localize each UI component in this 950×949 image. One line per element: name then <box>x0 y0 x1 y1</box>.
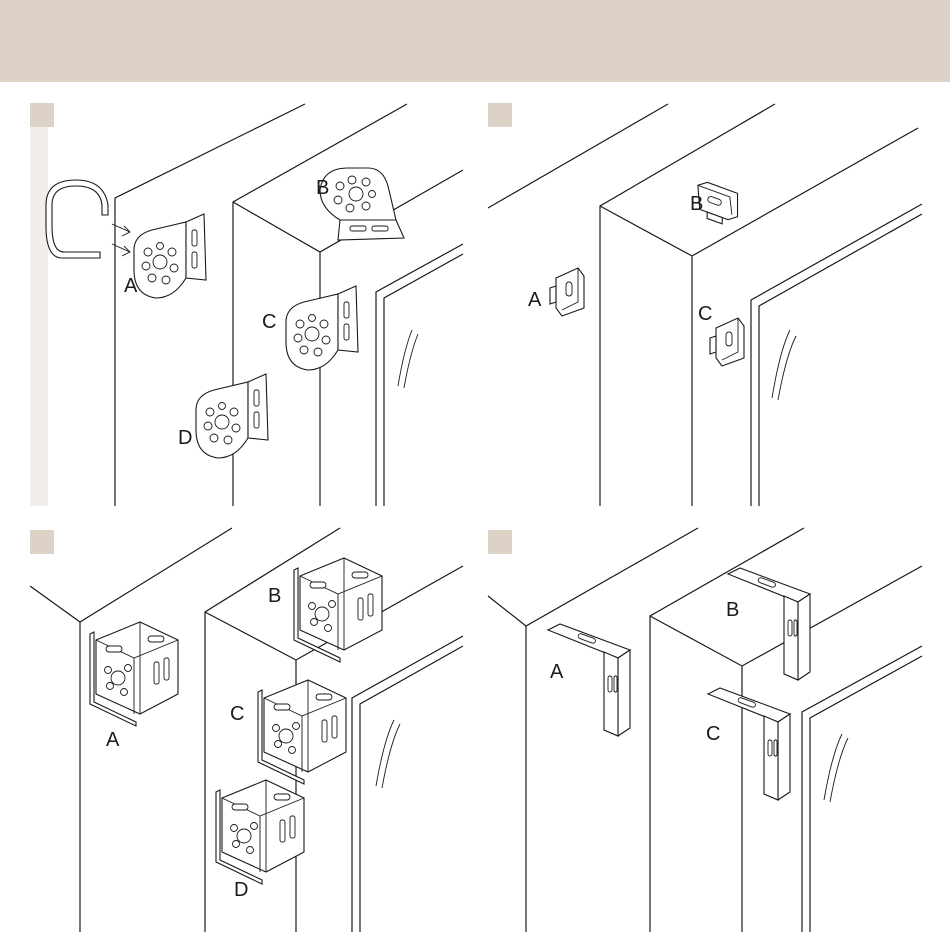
panel-4-label-a: A <box>550 661 564 683</box>
panel-1-bracket-a <box>134 214 206 298</box>
panel-3-bracket-b <box>294 558 382 662</box>
panel-1-label-d: D <box>178 427 192 449</box>
panel-1-badge <box>30 103 54 127</box>
panel-3-label-b: B <box>268 585 281 607</box>
panel-3-label-a: A <box>106 729 120 751</box>
panel-3-bracket-a <box>90 622 178 726</box>
panel-3-label-c: C <box>230 703 244 725</box>
panel-4-glass-reflection <box>824 734 848 802</box>
panel-3-glass <box>352 636 463 932</box>
panel-1-side-strip <box>30 127 48 506</box>
panel-4-wall <box>488 528 698 932</box>
panel-1-removal-clip <box>46 180 108 258</box>
panel-1-bracket-c <box>286 286 358 370</box>
panel-4-label-c: C <box>706 723 720 745</box>
panel-2-clip-c <box>710 318 744 366</box>
panel-1-glass <box>376 244 463 506</box>
panel-3-glass-reflection <box>376 720 400 788</box>
panel-4-bracket-b <box>728 568 810 680</box>
panel-4-label-b: B <box>726 599 739 621</box>
panel-1-label-b: B <box>316 177 329 199</box>
panel-1-label-c: C <box>262 311 276 333</box>
panel-1-label-a: A <box>124 275 138 297</box>
panel-3-badge <box>30 530 54 554</box>
panel-2-label-a: A <box>528 289 542 311</box>
panel-2-glass-reflection <box>772 330 796 400</box>
panel-4: A B C <box>488 528 922 932</box>
panel-2-wall <box>488 104 668 208</box>
panel-1-bracket-d <box>196 374 268 458</box>
panel-1-bracket-b <box>320 168 404 240</box>
panel-2-glass <box>751 204 922 506</box>
panel-3-wall <box>30 528 232 932</box>
panel-2-label-b: B <box>690 193 703 215</box>
panel-1: A B C D <box>30 103 463 506</box>
panel-4-glass <box>802 646 922 932</box>
panel-4-badge <box>488 530 512 554</box>
panel-2-clip-a <box>550 268 584 316</box>
panel-3-bracket-d <box>216 780 304 884</box>
panel-3-bracket-c <box>258 680 346 784</box>
panel-2-label-c: C <box>698 303 712 325</box>
panel-3: A B C D <box>30 528 463 932</box>
panel-2-badge <box>488 103 512 127</box>
panel-1-glass-reflection <box>398 330 418 388</box>
panel-2: A B C <box>488 103 922 506</box>
panel-3-label-d: D <box>234 879 248 901</box>
